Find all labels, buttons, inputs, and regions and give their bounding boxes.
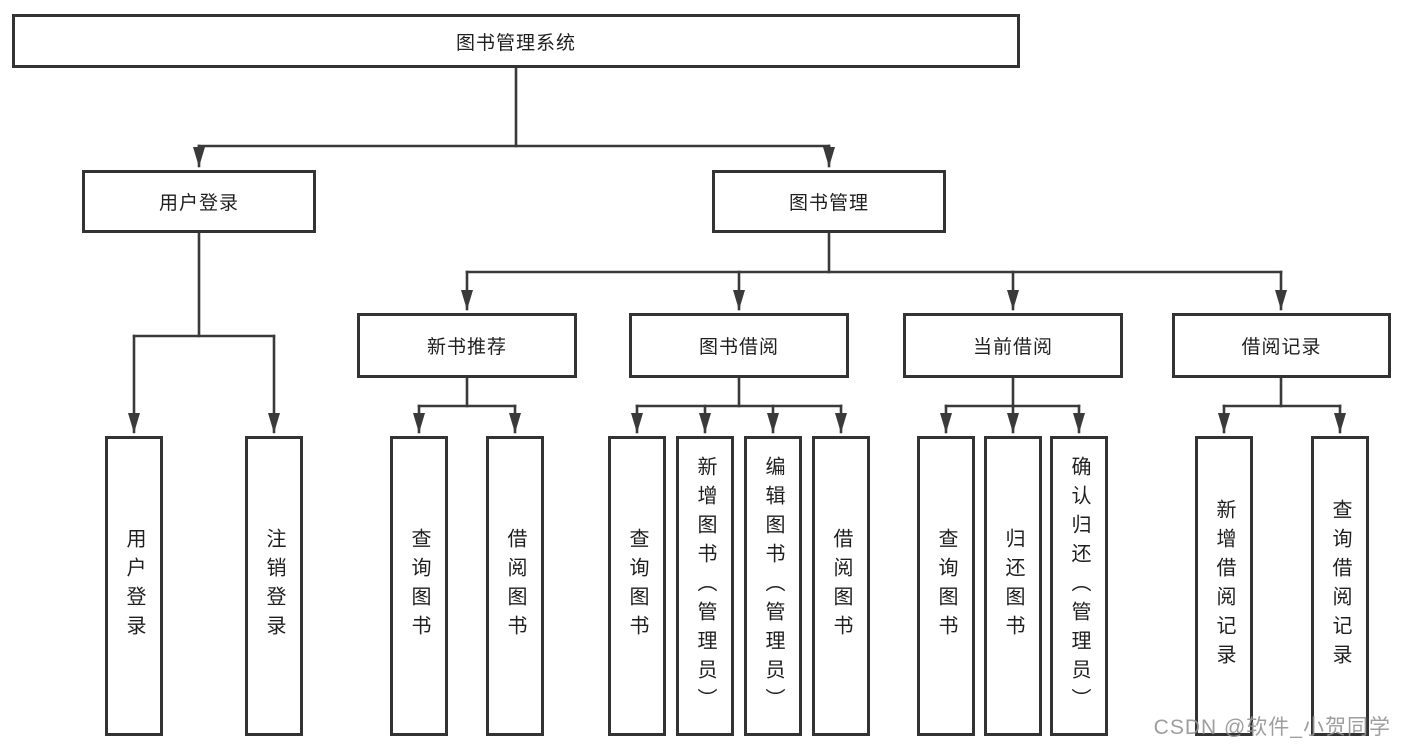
node-root-system: 图书管理系统	[12, 14, 1020, 68]
leaf-query-book-recommend: 查询图书	[390, 436, 448, 736]
leaf-borrow-book-recommend: 借阅图书	[486, 436, 544, 736]
node-label: 借阅记录	[1241, 337, 1322, 358]
leaf-label: 编辑图书（管理员）	[762, 455, 784, 717]
leaf-user-login: 用户登录	[105, 436, 163, 736]
leaf-label: 归还图书	[1002, 528, 1024, 644]
leaf-label: 用户登录	[123, 528, 145, 644]
leaf-label: 查询图书	[408, 528, 430, 644]
node-label: 图书管理	[788, 193, 869, 214]
node-label: 图书借阅	[698, 337, 779, 358]
leaf-query-book-borrow: 查询图书	[608, 436, 666, 736]
leaf-label: 借阅图书	[504, 528, 526, 644]
leaf-label: 新增借阅记录	[1213, 499, 1235, 673]
leaf-confirm-return-admin: 确认归还（管理员）	[1050, 436, 1108, 736]
csdn-watermark: CSDN @软件_小贺同学	[1153, 716, 1391, 739]
node-book-management: 图书管理	[712, 170, 946, 233]
node-borrow-records: 借阅记录	[1172, 313, 1391, 378]
node-new-book-recommend: 新书推荐	[357, 313, 577, 378]
node-user-login: 用户登录	[82, 170, 316, 233]
node-label: 新书推荐	[426, 337, 507, 358]
node-label: 用户登录	[158, 193, 239, 214]
leaf-borrow-book: 借阅图书	[812, 436, 870, 736]
leaf-label: 确认归还（管理员）	[1068, 455, 1090, 717]
leaf-label: 查询图书	[626, 528, 648, 644]
leaf-add-borrow-record: 新增借阅记录	[1195, 436, 1253, 736]
leaf-logout-login: 注销登录	[245, 436, 303, 736]
node-label: 当前借阅	[972, 337, 1053, 358]
leaf-label: 新增图书（管理员）	[694, 455, 716, 717]
leaf-query-book-current: 查询图书	[917, 436, 975, 736]
node-current-borrow: 当前借阅	[903, 313, 1123, 378]
node-label: 图书管理系统	[455, 32, 576, 54]
leaf-label: 查询图书	[935, 528, 957, 644]
leaf-edit-book-admin: 编辑图书（管理员）	[744, 436, 802, 736]
leaf-query-borrow-record: 查询借阅记录	[1311, 436, 1369, 736]
leaf-return-book: 归还图书	[984, 436, 1042, 736]
leaf-label: 注销登录	[263, 528, 285, 644]
leaf-label: 借阅图书	[830, 528, 852, 644]
leaf-add-book-admin: 新增图书（管理员）	[676, 436, 734, 736]
leaf-label: 查询借阅记录	[1329, 499, 1351, 673]
node-book-borrow: 图书借阅	[629, 313, 849, 378]
